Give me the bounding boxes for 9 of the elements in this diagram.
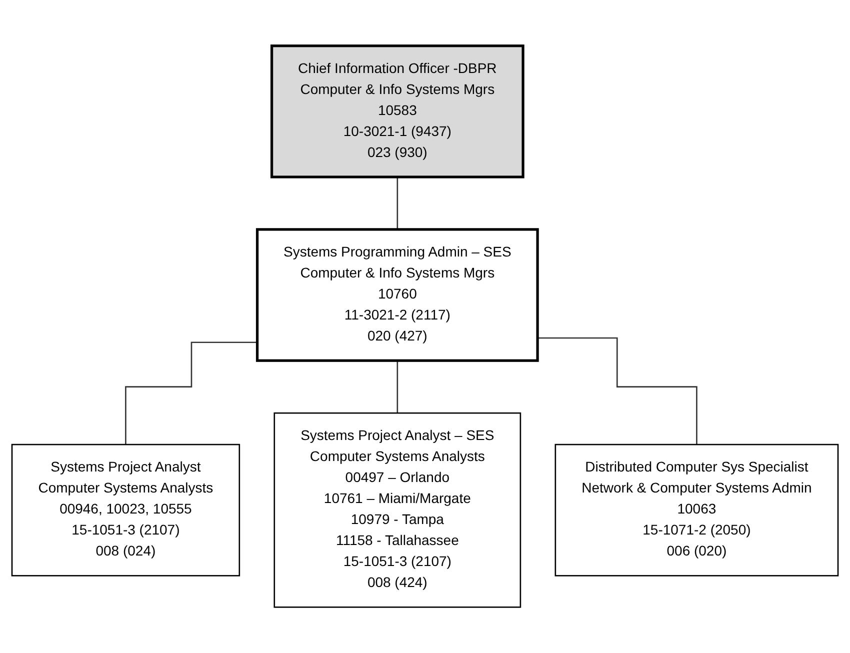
connector <box>538 337 698 446</box>
connector <box>396 176 398 230</box>
node-box: Systems Project Analyst Computer Systems Analysts 00946, 10023, 10555 15-1051-3 (2107) 008 (024) <box>11 444 240 576</box>
node-box: Distributed Computer Sys Specialist Network & Computer Systems Admin 10063 15-1071-2 (2050) 006 (020) <box>554 444 839 576</box>
node-box: Systems Project Analyst – SES Computer Systems Analysts 00497 – Orlando 10761 – Miami/Margate 10979 - Tampa 11158 - Tallahassee 15-1051-3 (2107) 008 (424) <box>274 412 522 608</box>
connector <box>396 360 398 414</box>
node-box: Chief Information Officer -DBPR Computer & Info Systems Mgrs 10583 10-3021-1 (9437) 023 (930) <box>270 44 524 178</box>
node-box: Systems Programming Admin – SES Computer & Info Systems Mgrs 10760 11-3021-2 (2117) 020 (427) <box>256 228 539 362</box>
connector <box>125 342 258 446</box>
